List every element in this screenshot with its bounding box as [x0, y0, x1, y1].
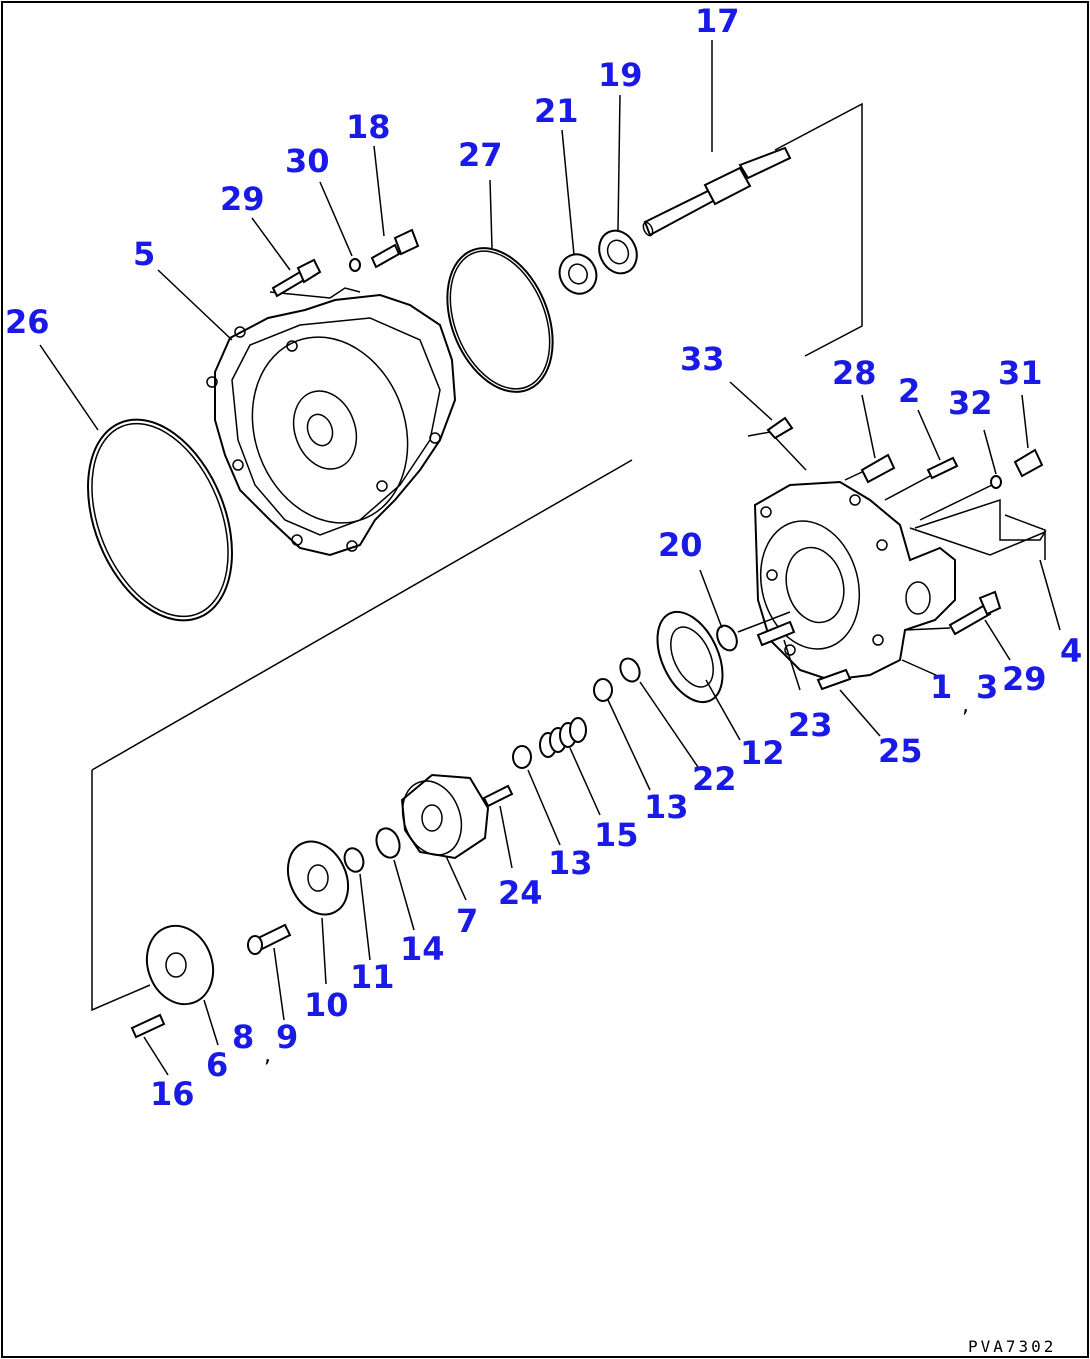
fitting-28	[860, 453, 896, 484]
pin-25	[816, 668, 852, 691]
callout-13-upper: 13	[644, 788, 689, 826]
o-ring-27	[446, 247, 554, 393]
drawing-code: PVA7302	[968, 1337, 1056, 1356]
leader-28	[844, 471, 863, 481]
callout-16: 16	[150, 1075, 195, 1113]
retainer-plate-10	[286, 840, 350, 916]
spring-15	[539, 717, 587, 758]
callout-27: 27	[458, 136, 503, 174]
callout-9: 9	[276, 1018, 298, 1056]
leader-29-right	[904, 627, 951, 631]
callout-20: 20	[658, 526, 703, 564]
assembly-line-29-top	[269, 287, 361, 299]
o-ring-27-inner	[449, 250, 551, 390]
housing-cover-5	[206, 293, 457, 557]
callout-2: 2	[898, 372, 920, 410]
pin-24	[482, 784, 514, 808]
callout-12: 12	[740, 734, 785, 772]
bushing-14	[375, 827, 401, 859]
assembly-line-4	[909, 498, 1047, 556]
callout-14: 14	[400, 930, 445, 968]
o-ring-26	[87, 418, 233, 622]
callout-28: 28	[832, 354, 877, 392]
callout-4: 4	[1060, 632, 1082, 670]
piston-9	[247, 923, 292, 955]
fitting-18	[370, 228, 420, 269]
assembly-line-shaft	[774, 102, 863, 357]
callout-5: 5	[133, 235, 155, 273]
callout-19: 19	[598, 56, 643, 94]
callout-30: 30	[285, 142, 330, 180]
leader-2	[884, 475, 931, 501]
pin-2	[926, 456, 959, 480]
valve-plate-12	[656, 610, 724, 704]
separator-1-3: ,	[962, 693, 969, 718]
callout-29-right: 29	[1002, 660, 1047, 698]
o-ring-26-inner	[91, 422, 229, 618]
callout-21: 21	[534, 92, 579, 130]
assembly-box-4	[1004, 514, 1046, 560]
pump-body-1-3	[753, 480, 956, 682]
leader-32	[919, 484, 993, 521]
callout-25: 25	[878, 732, 923, 770]
callout-13-lower: 13	[548, 844, 593, 882]
callout-22: 22	[692, 760, 737, 798]
callout-11: 11	[350, 958, 395, 996]
plug-32	[990, 475, 1002, 489]
pin-23	[756, 620, 796, 647]
bearing-19	[598, 229, 638, 275]
callout-26: 26	[5, 303, 50, 341]
callout-23: 23	[788, 706, 833, 744]
plug-33	[766, 416, 794, 440]
bolt-29-right	[948, 590, 1002, 636]
shaft-17	[642, 146, 792, 237]
callout-29-top: 29	[220, 180, 265, 218]
callout-32: 32	[948, 384, 993, 422]
callout-18: 18	[346, 108, 391, 146]
leader-20	[737, 611, 791, 633]
assembly-line-upper	[91, 459, 633, 771]
bolt-29-top	[271, 258, 322, 298]
callout-17: 17	[695, 2, 740, 40]
callout-24: 24	[498, 874, 543, 912]
callout-3: 3	[976, 668, 998, 706]
callout-15: 15	[594, 816, 639, 854]
callout-7: 7	[456, 902, 478, 940]
ring-11	[343, 847, 365, 873]
callout-6: 6	[206, 1046, 228, 1084]
plug-31	[1013, 448, 1044, 478]
washer-13-lower	[512, 745, 532, 769]
callout-33: 33	[680, 340, 725, 378]
assembly-line-left	[91, 770, 151, 1012]
callout-1: 1	[930, 668, 952, 706]
plug-30	[349, 258, 361, 272]
callouts: 17 19 21 27 18 30 29 5 26 33 28 2 32 31 …	[5, 2, 1082, 1113]
callout-31: 31	[998, 354, 1043, 392]
cylinder-block-7	[400, 773, 490, 860]
washer-13-upper	[593, 678, 613, 702]
callout-10: 10	[304, 986, 349, 1024]
callout-8: 8	[232, 1018, 254, 1056]
nut-21	[558, 253, 598, 295]
separator-8-9: ,	[264, 1043, 271, 1068]
snap-ring-22	[619, 657, 641, 683]
leader-lines	[39, 40, 1061, 1076]
pin-16	[130, 1013, 166, 1039]
swash-plate-6	[145, 924, 215, 1006]
